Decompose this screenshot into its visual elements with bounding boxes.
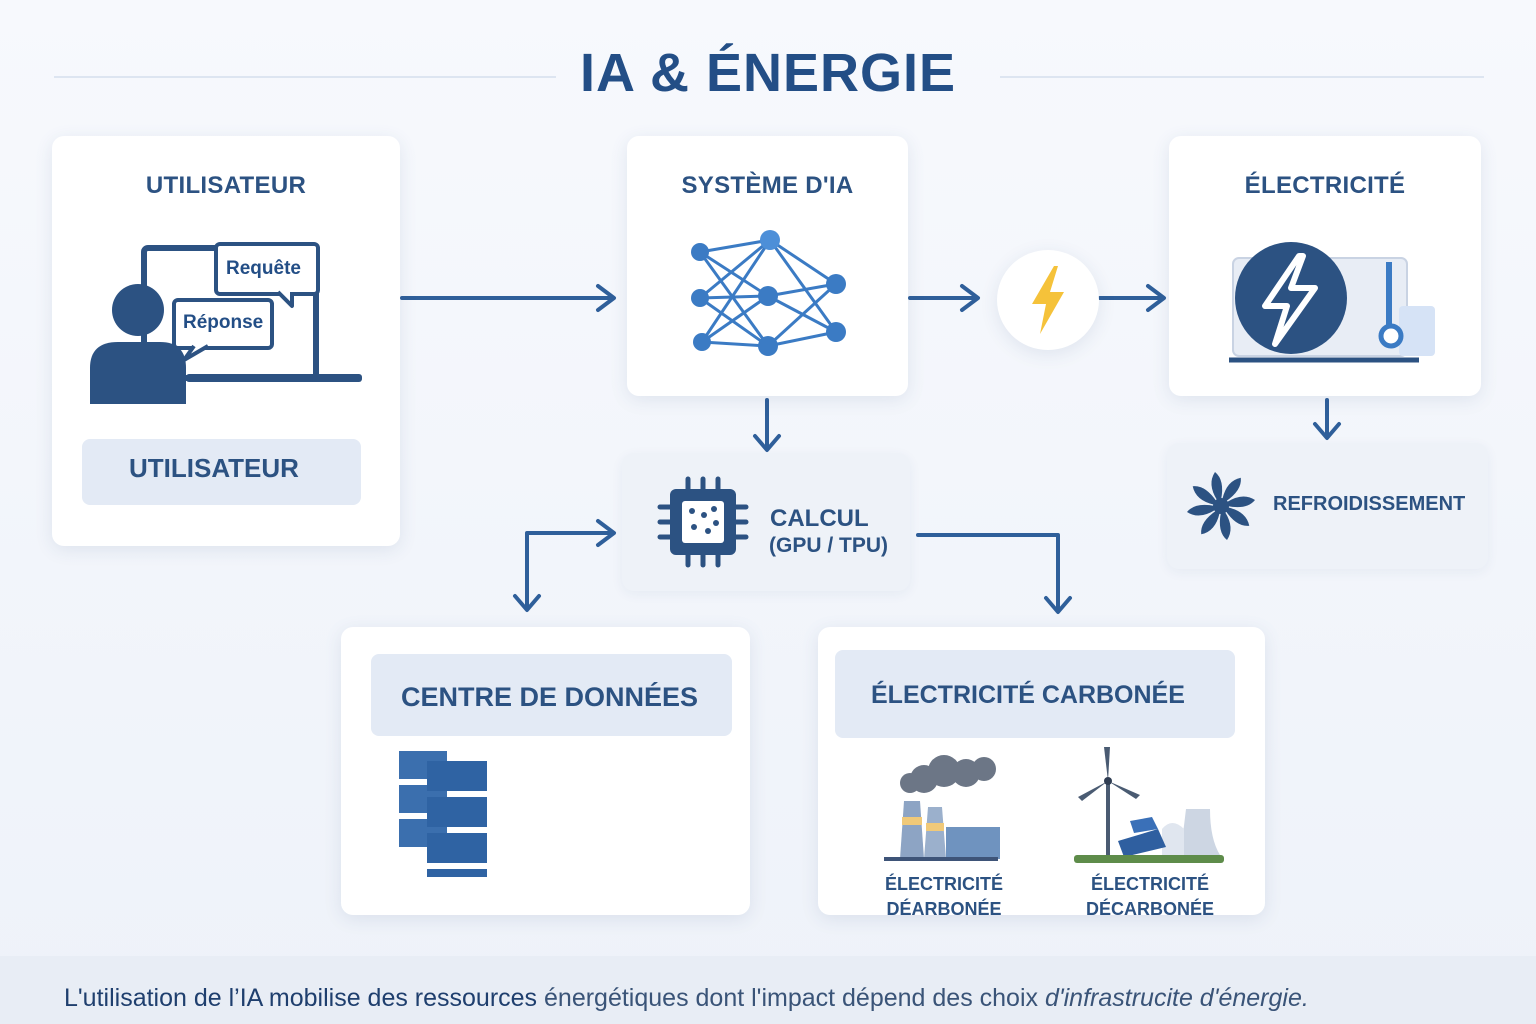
arrow-compute-datacenter [513,519,616,612]
carbon-right-line1: ÉLECTRICITÉ [1090,874,1209,894]
arrow-ai-to-compute [753,398,781,452]
arrow-ai-to-bolt [908,284,980,312]
neural-network-icon [691,230,846,356]
power-generator-icon [1229,242,1435,363]
footer-bold: L'utilisation de l’IA mobilise des resso… [64,984,538,1012]
compute-line1: CALCUL [770,505,869,532]
arrow-bolt-to-electricity [1098,284,1166,312]
footer-band [0,956,1536,1024]
coal-plant-icon [884,755,1000,861]
compute-line2: (GPU / TPU) [769,534,888,557]
footer-light: énergétiques dont l'impact dépend des ch… [537,984,1045,1012]
carbon-right-line2: DÉCARBONÉE [1085,899,1214,919]
cooling-fan-icon [1187,472,1255,540]
energy-bolt-node [997,250,1099,350]
carbon-left-line1: ÉLECTRICITÉ [884,874,1003,894]
user-card-title: UTILISATEUR [145,172,307,199]
bubble-request-text: Requête [226,258,301,279]
electricity-card: ÉLECTRICITÉ [1169,136,1481,396]
datacenter-title-pill: CENTRE DE DONNÉES [371,654,732,736]
lightning-bolt-icon [1032,266,1064,334]
ai-card-title: SYSTÈME D'IA [681,172,854,199]
arrow-compute-carbon [916,533,1072,614]
renewable-plant-icon [1074,747,1224,863]
page-title: IA & ÉNERGIE [579,43,957,103]
carbon-right-label: ÉLECTRICITÉ DÉCARBONÉE [1069,872,1231,922]
carbon-electricity-card: ÉLECTRICITÉ CARBONÉE ÉLECTRICITÉ DÉARBON… [818,627,1265,919]
server-stack-icon [399,751,487,877]
user-label-pill: UTILISATEUR [82,439,361,505]
arrow-user-to-ai [400,284,616,312]
title-rule-right [1000,76,1484,78]
user-card: UTILISATEUR Requête Réponse UTILISATEUR [52,136,400,546]
carbon-left-line2: DÉARBONÉE [886,899,1002,919]
carbon-left-label: ÉLECTRICITÉ DÉARBONÉE [863,872,1025,922]
datacenter-card: CENTRE DE DONNÉES [341,627,750,915]
cooling-label: REFROIDISSEMENT [1273,493,1466,515]
bubble-response-text: Réponse [183,312,264,333]
ai-system-card: SYSTÈME D'IA [627,136,908,396]
title-rule-left [54,76,556,78]
electricity-card-title: ÉLECTRICITÉ [1244,172,1406,199]
carbon-title-pill: ÉLECTRICITÉ CARBONÉE [835,650,1235,738]
footer-italic: d'infrastrucite d'énergie. [1044,984,1309,1012]
footer-caption: L'utilisation de l’IA mobilise des resso… [64,984,1309,1013]
person-at-laptop-icon [90,242,362,404]
cooling-box: REFROIDISSEMENT [1167,443,1488,569]
processor-chip-icon [657,476,749,568]
arrow-electricity-to-cooling [1313,398,1341,440]
compute-box: CALCUL (GPU / TPU) [622,453,910,591]
